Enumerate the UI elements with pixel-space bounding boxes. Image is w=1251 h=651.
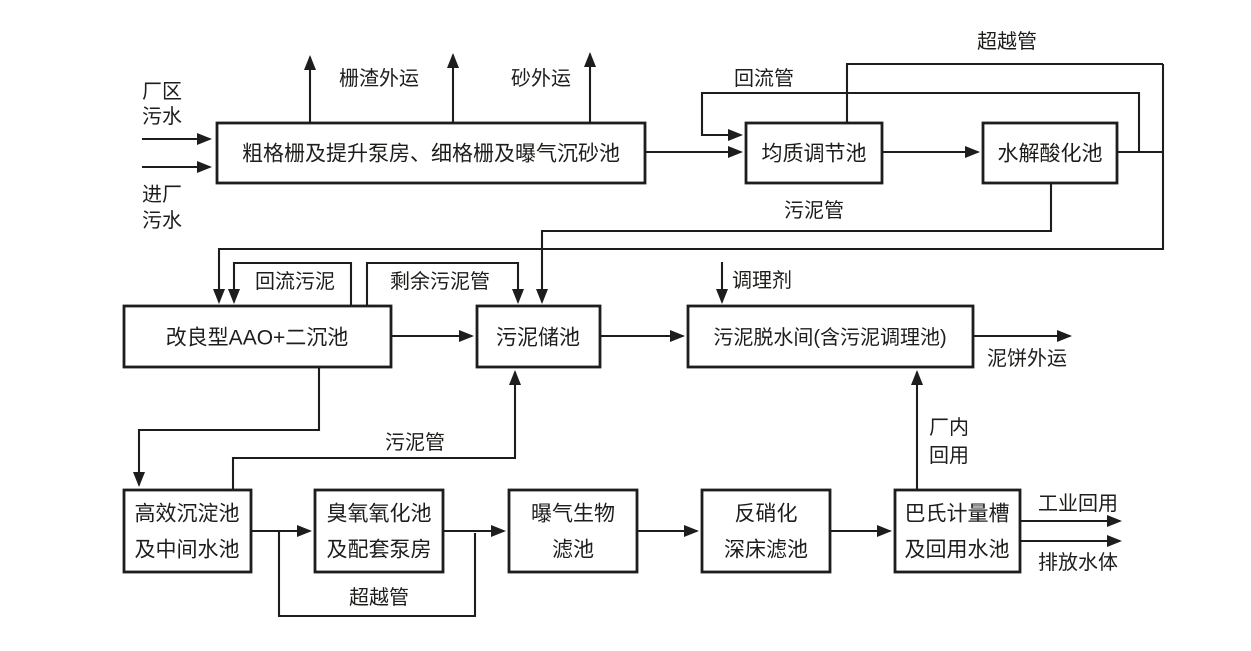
node-ozone-tank: 臭氧氧化池 及配套泵房	[313, 488, 445, 574]
node-equalization-tank-label: 均质调节池	[762, 143, 867, 166]
node-aao-tank-label: 改良型AAO+二沉池	[166, 327, 349, 350]
node-sludge-dewatering-room-box	[686, 304, 975, 369]
node-measuring-flume-label-line1: 巴氏计量槽	[905, 503, 1010, 526]
factory-sewage-label-line1: 厂区	[142, 81, 182, 103]
node-pretreatment-label: 粗格栅及提升泵房、细格栅及曝气沉砂池	[242, 143, 620, 166]
bypass-pipe-top-label: 超越管	[977, 30, 1037, 53]
node-sedimentation-tank-label-line1: 高效沉淀池	[135, 503, 240, 526]
sludge-pipe-mid-label: 污泥管	[385, 431, 445, 454]
screen-residue-out-label: 栅渣外运	[339, 67, 419, 90]
node-equalization-tank: 均质调节池	[744, 121, 884, 185]
node-aerated-biofilter-label-line1: 曝气生物	[531, 503, 615, 526]
node-hydrolysis-tank: 水解酸化池	[981, 121, 1119, 185]
node-sedimentation-tank-box	[122, 488, 253, 574]
node-aao-tank: 改良型AAO+二沉池	[122, 304, 393, 369]
bypass-pipe-bottom-label: 超越管	[349, 586, 409, 609]
node-hydrolysis-tank-box	[981, 121, 1119, 185]
node-sludge-storage-tank-box	[475, 304, 602, 369]
node-sedimentation-tank-label-line2: 及中间水池	[135, 539, 240, 562]
return-sludge-label: 回流污泥	[255, 270, 335, 293]
sludge-pipe-top-label: 污泥管	[784, 199, 844, 222]
node-denitrification-filter-box	[700, 488, 832, 574]
node-hydrolysis-tank-label: 水解酸化池	[998, 143, 1103, 166]
node-pretreatment: 粗格栅及提升泵房、细格栅及曝气沉砂池	[215, 121, 647, 185]
node-sludge-storage-tank: 污泥储池	[475, 304, 602, 369]
node-sludge-dewatering-room-label: 污泥脱水间(含污泥调理池)	[713, 326, 946, 349]
node-ozone-tank-box	[313, 488, 445, 574]
node-denitrification-filter-label-line1: 反硝化	[735, 503, 798, 526]
node-equalization-tank-box	[744, 121, 884, 185]
factory-sewage-label-line2: 污水	[142, 105, 182, 128]
in-plant-reuse-label-line1: 厂内	[929, 416, 969, 439]
bypass-pipe-bottom-line	[277, 531, 477, 618]
aao-to-sedimentation-line	[133, 367, 321, 487]
node-ozone-tank-label-line2: 及配套泵房	[327, 539, 432, 562]
industrial-reuse-label: 工业回用	[1038, 492, 1118, 515]
node-aerated-biofilter: 曝气生物 滤池	[507, 488, 639, 574]
node-aerated-biofilter-box	[507, 488, 639, 574]
node-aao-tank-box	[122, 304, 393, 369]
main-flow-to-aao-line	[213, 64, 1165, 304]
in-plant-reuse-label-line2: 回用	[929, 445, 969, 467]
excess-sludge-pipe-line	[365, 261, 524, 306]
sand-out-label: 砂外运	[511, 67, 571, 90]
node-sedimentation-tank: 高效沉淀池 及中间水池	[122, 488, 253, 574]
node-measuring-flume-box	[893, 488, 1022, 574]
conditioner-label: 调理剂	[732, 269, 792, 292]
mud-cake-out-label: 泥饼外运	[987, 347, 1067, 370]
node-measuring-flume: 巴氏计量槽 及回用水池	[893, 488, 1022, 574]
node-aerated-biofilter-label-line2: 滤池	[552, 539, 594, 562]
node-denitrification-filter: 反硝化 深床滤池	[700, 488, 832, 574]
node-pretreatment-box	[215, 121, 647, 185]
return-pipe-label: 回流管	[734, 67, 794, 90]
return-pipe-line	[700, 91, 1141, 152]
return-sludge-loop	[228, 261, 353, 306]
bypass-pipe-top-line	[845, 62, 1163, 123]
node-denitrification-filter-label-line2: 深床滤池	[724, 539, 808, 562]
discharge-to-water-label: 排放水体	[1038, 551, 1118, 574]
excess-sludge-pipe-label: 剩余污泥管	[390, 270, 490, 293]
incoming-sewage-label-line2: 污水	[142, 209, 182, 232]
node-sludge-dewatering-room: 污泥脱水间(含污泥调理池)	[686, 304, 975, 369]
hydrolysis-sludge-pipe-line	[536, 183, 1053, 304]
node-ozone-tank-label-line1: 臭氧氧化池	[327, 503, 432, 526]
sedimentation-sludge-pipe-line	[231, 370, 521, 490]
node-sludge-storage-tank-label: 污泥储池	[496, 327, 580, 350]
node-measuring-flume-label-line2: 及回用水池	[905, 539, 1010, 562]
incoming-sewage-label-line1: 进厂	[142, 183, 182, 206]
